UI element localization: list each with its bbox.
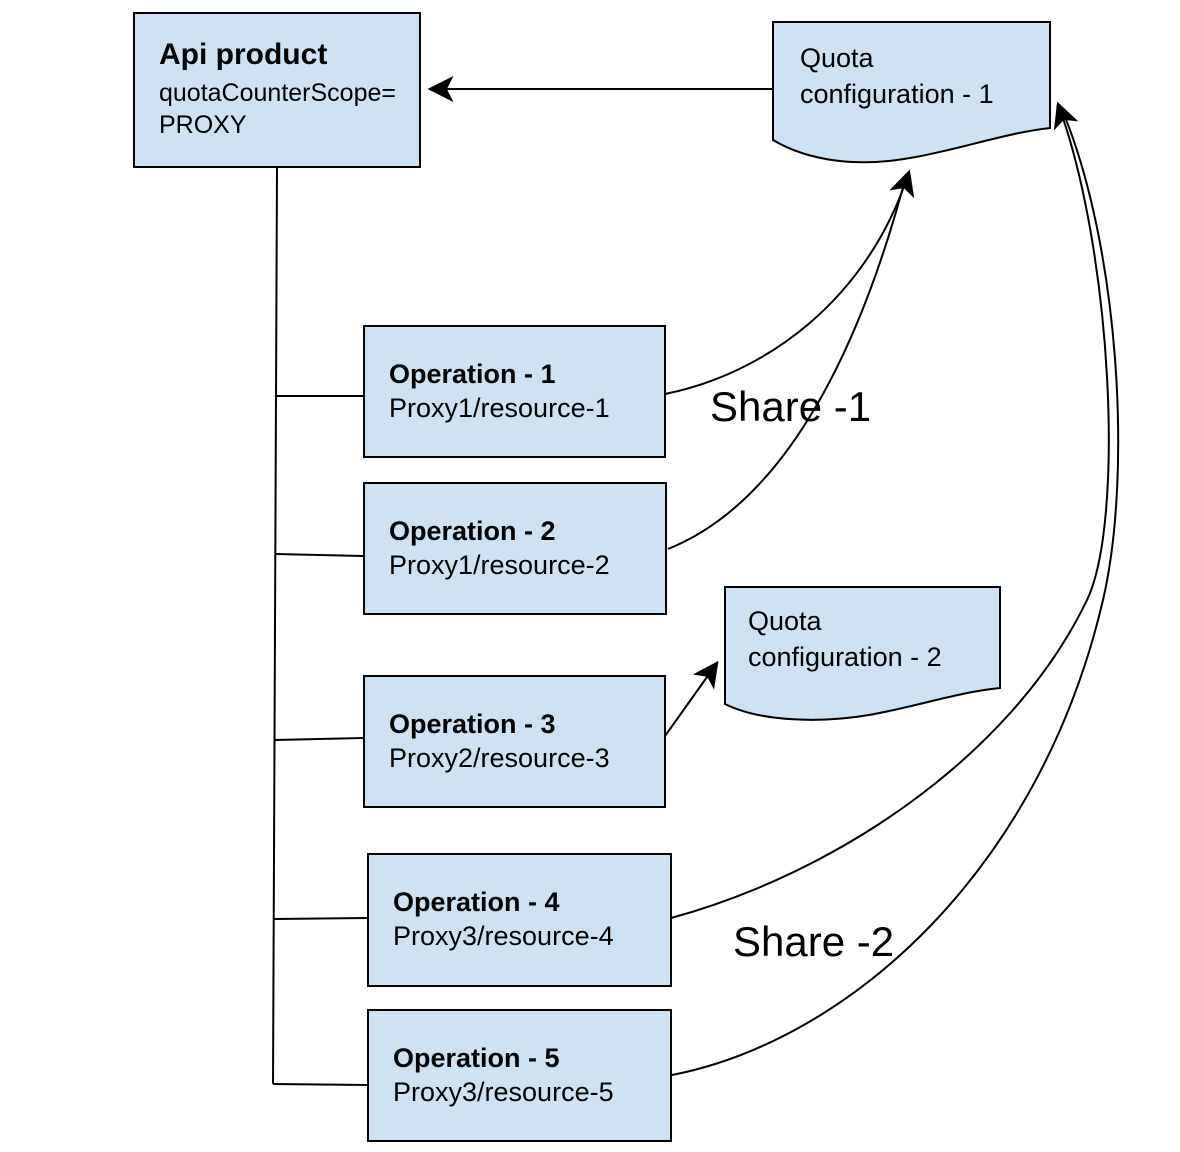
edge-operation-2-to-quota-1	[667, 179, 906, 550]
edge-operation-5-to-quota-1	[671, 111, 1120, 1076]
operation-1-node: Operation - 1 Proxy1/resource-1	[363, 325, 666, 458]
quota-configuration-2-label: Quota configuration - 2	[748, 604, 942, 676]
operation-2-node: Operation - 2 Proxy1/resource-2	[363, 482, 667, 615]
quota-configuration-2-shape	[724, 586, 1001, 721]
branch-operation-5	[272, 1083, 368, 1086]
quota-1-line1: Quota	[800, 43, 874, 73]
operation-5-node: Operation - 5 Proxy3/resource-5	[367, 1009, 672, 1142]
operation-4-resource: Proxy3/resource-4	[393, 921, 614, 951]
quota-configuration-1-label: Quota configuration - 1	[800, 41, 994, 113]
operation-5-title: Operation - 5	[393, 1042, 560, 1073]
edge-operation-1-to-quota-1	[664, 169, 915, 395]
operation-1-resource: Proxy1/resource-1	[389, 392, 610, 423]
edge-operation-4-to-quota-1	[670, 101, 1110, 919]
api-product-attr-line1: quotaCounterScope=	[159, 78, 396, 107]
share-2-label: Share -2	[733, 918, 895, 965]
api-product-trunk-line	[272, 167, 278, 1085]
operation-4-node: Operation - 4 Proxy3/resource-4	[367, 853, 672, 987]
quota-2-line1: Quota	[748, 606, 822, 636]
api-product-node: Api product quotaCounterScope= PROXY	[133, 12, 421, 168]
operation-3-node: Operation - 3 Proxy2/resource-3	[363, 675, 666, 808]
share-1-label: Share -1	[710, 383, 872, 430]
operation-2-resource: Proxy1/resource-2	[389, 549, 610, 580]
branch-operation-4	[274, 917, 368, 920]
edge-operation-3-to-quota-2	[664, 660, 719, 737]
operation-1-title: Operation - 1	[389, 358, 556, 389]
operation-5-resource: Proxy3/resource-5	[393, 1076, 614, 1107]
quota-1-line2: configuration - 1	[800, 78, 994, 109]
operation-4-title: Operation - 4	[393, 887, 560, 918]
operation-3-resource: Proxy2/resource-3	[389, 742, 610, 773]
operation-2-title: Operation - 2	[389, 515, 556, 546]
branch-operation-2	[275, 553, 364, 557]
branch-operation-3	[275, 737, 364, 741]
quota-2-line2: configuration - 2	[748, 641, 942, 672]
api-product-attr-line2: PROXY	[159, 111, 247, 139]
api-product-title: Api product	[159, 38, 328, 71]
quota-configuration-1-shape	[772, 21, 1051, 164]
operation-3-title: Operation - 3	[389, 708, 556, 739]
